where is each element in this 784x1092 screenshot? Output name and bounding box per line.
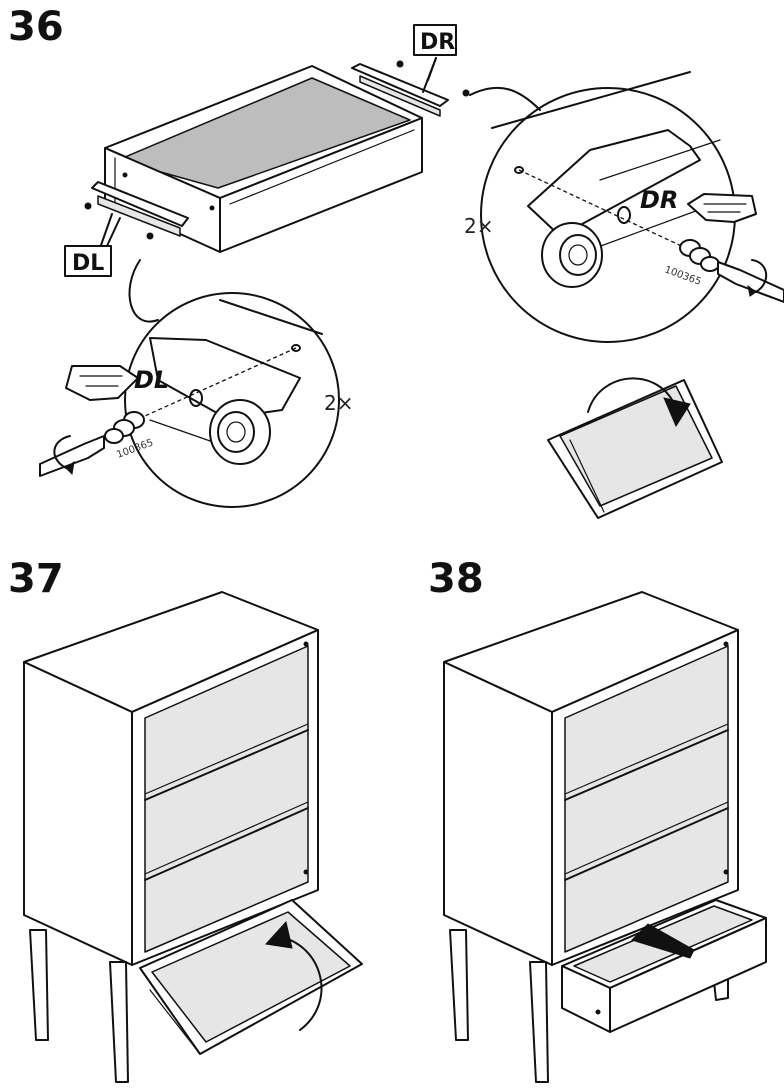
rail-right: DR [351, 24, 470, 117]
step-number-36: 36 [8, 4, 64, 50]
screw-icon [84, 202, 92, 210]
screw-icon [462, 89, 470, 97]
rail-tag-dl [64, 245, 112, 277]
rotate-drawer-hint [547, 377, 723, 519]
pointing-hand-icon [687, 193, 757, 223]
step-number-38: 38 [428, 556, 484, 602]
detail-right-quantity: 2× [464, 214, 493, 238]
drawer-inserting-38 [561, 899, 767, 1033]
screwdriver-icon [717, 259, 784, 303]
screw-dowel-icon [104, 411, 145, 444]
screw-icon [146, 232, 154, 240]
screwdriver-icon [39, 435, 105, 477]
step-38: 38 [428, 556, 767, 1083]
drawer-box [104, 65, 423, 253]
wheel-icon [541, 222, 603, 288]
bookcase-38 [443, 591, 739, 1083]
detail-left-tag: DL [134, 366, 169, 394]
rail-tag-dr-label: DR [420, 30, 455, 55]
step-number-37: 37 [8, 556, 64, 602]
wheel-icon [209, 399, 271, 465]
bookcase-37 [23, 591, 319, 1083]
detail-right-part-number: 100365 [663, 264, 703, 287]
screw-icon [396, 60, 404, 68]
detail-right-tag: DR [640, 186, 678, 214]
screw-dowel-icon [679, 239, 720, 272]
rail-left: DL [64, 181, 189, 277]
arrow-icon [265, 920, 293, 949]
pointing-hand-icon [65, 365, 139, 401]
magnifier-circle [124, 292, 340, 508]
detail-right: 2× DR 100365 [464, 71, 784, 343]
rail-tag-dl-label: DL [72, 251, 104, 276]
magnifier-circle [480, 87, 736, 343]
detail-left: 2× DL 100365 [39, 259, 353, 508]
drawer-inserting-37 [139, 899, 363, 1055]
detail-left-quantity: 2× [324, 391, 353, 415]
step-37: 37 [8, 556, 363, 1083]
step-36: 36 DR [8, 4, 784, 519]
rail-tag-dr [413, 24, 457, 56]
arrow-icon [631, 923, 695, 959]
arrow-icon [663, 397, 691, 428]
